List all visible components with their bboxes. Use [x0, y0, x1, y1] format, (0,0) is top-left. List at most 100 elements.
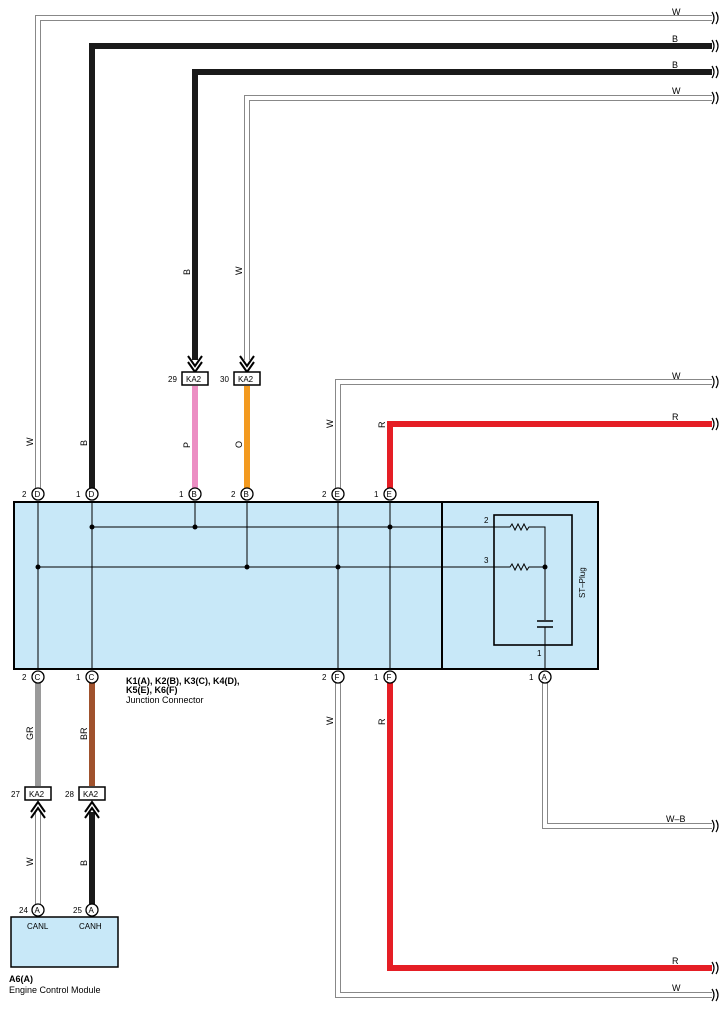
label-o: O — [234, 441, 244, 448]
label-f-w: W — [325, 716, 335, 725]
ecm-pin25-letter: A — [89, 906, 95, 915]
label-top-b1: B — [672, 34, 678, 44]
junction-pin-bottom-2f: F2 — [322, 670, 345, 684]
wire-r-f — [387, 683, 712, 971]
wire-o — [244, 386, 250, 488]
junction-pin-top-1d: D1 — [76, 487, 99, 501]
ka2-28-connector: KA2 28 — [65, 786, 106, 819]
ka2-27-name: KA2 — [29, 790, 45, 799]
junction-pin-bottom-letter: F — [387, 673, 392, 682]
label-low-b: B — [79, 860, 89, 866]
st-plug-pin3: 3 — [484, 556, 489, 565]
ka2-27-num: 27 — [11, 790, 20, 799]
label-f-r: R — [377, 718, 387, 725]
st-plug-label: ST–Plug — [578, 567, 587, 598]
wire-p — [192, 386, 198, 488]
junction-pin-top-letter: B — [192, 490, 197, 499]
label-wb: W–B — [666, 814, 686, 824]
junction-codes-line1: K1(A), K2(B), K3(C), K4(D), — [126, 676, 240, 686]
wire-gr — [35, 683, 41, 786]
ecm-code: A6(A) — [9, 974, 33, 984]
st-plug-pin2: 2 — [484, 516, 489, 525]
junction-caption: K1(A), K2(B), K3(C), K4(D), K5(E), K6(F)… — [126, 676, 240, 705]
label-left-b: B — [79, 440, 89, 446]
junction-pin-bottom-letter: C — [35, 673, 41, 682]
wire-r-e — [387, 421, 712, 488]
ka2-30-num: 30 — [220, 375, 229, 384]
st-plug: 2 3 1 ST–Plug — [484, 514, 587, 669]
label-top-b2: B — [672, 60, 678, 70]
wire-b-top-2 — [192, 69, 712, 360]
junction-pin-top-letter: E — [335, 490, 340, 499]
label-vert-w: W — [234, 266, 244, 275]
junction-dots — [35, 524, 393, 570]
junction-pin-top-num: 1 — [76, 490, 81, 499]
wire-w-top-outer — [35, 15, 712, 488]
wire-w-e — [335, 379, 712, 488]
junction-pin-bottom-1a: A1 — [529, 670, 552, 684]
junction-pin-top-num: 2 — [322, 490, 327, 499]
label-e-w: W — [325, 419, 335, 428]
junction-pin-top-1b: B1 — [179, 487, 202, 501]
ka2-29-num: 29 — [168, 375, 177, 384]
junction-pin-top-2b: B2 — [231, 487, 254, 501]
ecm-box — [10, 916, 119, 968]
label-p: P — [182, 442, 192, 448]
wire-b-top-1 — [89, 43, 712, 488]
junction-pin-bottom-letter: F — [335, 673, 340, 682]
ecm: A 24 A 25 CANL CANH A6(A) Engine Control… — [9, 903, 119, 995]
ka2-28-num: 28 — [65, 790, 74, 799]
label-right-r-mid: R — [672, 412, 679, 422]
junction-internal-lines — [37, 502, 510, 669]
label-left-w: W — [25, 437, 35, 446]
label-e-r: R — [377, 421, 387, 428]
junction-pin-bottom-num: 1 — [529, 673, 534, 682]
wire-labels: W B B W B W P O W B W R W R GR BR W B W … — [25, 7, 686, 993]
label-gr: GR — [25, 726, 35, 740]
ecm-canh: CANH — [79, 922, 102, 931]
junction-pin-bottom-num: 1 — [374, 673, 379, 682]
junction-pin-top-num: 2 — [22, 490, 27, 499]
ecm-canl: CANL — [27, 922, 49, 931]
ecm-pin24-letter: A — [35, 906, 41, 915]
junction-pin-bottom-num: 2 — [322, 673, 327, 682]
ka2-30-connector: KA2 30 — [220, 355, 261, 386]
label-right-w-mid: W — [672, 371, 681, 381]
ka2-30-name: KA2 — [238, 375, 254, 384]
junction-pin-top-2d: D2 — [22, 487, 45, 501]
ka2-29-name: KA2 — [186, 375, 202, 384]
label-vert-b: B — [182, 269, 192, 275]
wire-br — [89, 683, 95, 786]
wire-wb — [542, 683, 712, 829]
junction-pin-bottom-2c: C2 — [22, 670, 45, 684]
ecm-pin25-num: 25 — [73, 906, 82, 915]
junction-pin-top-letter: E — [387, 490, 392, 499]
ecm-name: Engine Control Module — [9, 985, 101, 995]
junction-name: Junction Connector — [126, 695, 204, 705]
ka2-29-connector: KA2 29 — [168, 355, 209, 386]
label-br: BR — [79, 727, 89, 740]
junction-pin-bottom-1c: C1 — [76, 670, 99, 684]
ka2-28-name: KA2 — [83, 790, 99, 799]
label-bot-w: W — [672, 983, 681, 993]
junction-pin-top-num: 1 — [179, 490, 184, 499]
junction-pin-top-1e: E1 — [374, 487, 397, 501]
junction-codes-line2: K5(E), K6(F) — [126, 685, 178, 695]
label-low-w: W — [25, 857, 35, 866]
st-plug-pin1: 1 — [537, 649, 542, 658]
junction-pin-top-letter: D — [35, 490, 41, 499]
junction-pin-bottom-1f: F1 — [374, 670, 397, 684]
junction-pin-top-num: 2 — [231, 490, 236, 499]
junction-pin-top-letter: D — [89, 490, 95, 499]
wire-break-marks — [711, 11, 719, 1002]
label-bot-r: R — [672, 956, 679, 966]
junction-pin-top-letter: B — [244, 490, 249, 499]
ecm-pin24-num: 24 — [19, 906, 28, 915]
junction-pin-top-num: 1 — [374, 490, 379, 499]
junction-pin-bottom-num: 2 — [22, 673, 27, 682]
wire-w-f — [335, 683, 712, 998]
junction-pin-bottom-letter: A — [542, 673, 548, 682]
